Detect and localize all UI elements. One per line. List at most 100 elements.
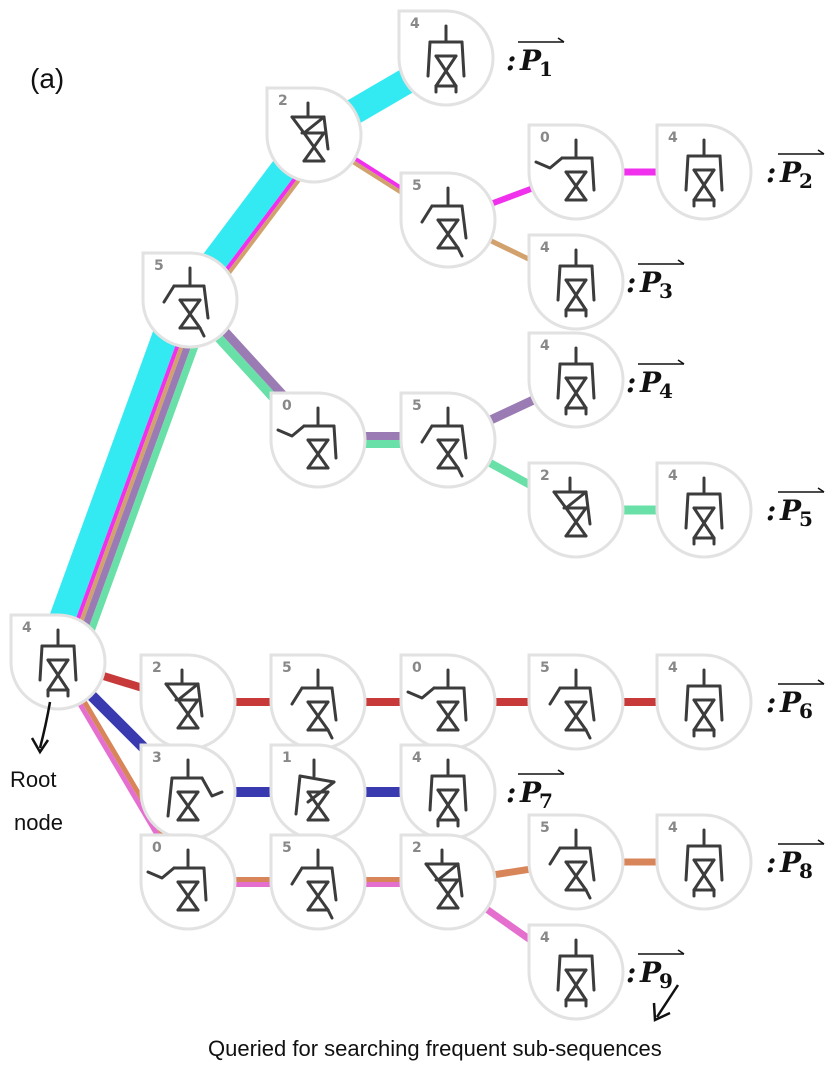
label-subscript: 2: [799, 169, 813, 193]
labels-layer: :P1:P2:P3:P4:P5:P6:P7:P8:P9: [506, 37, 825, 993]
tree-node-r8_4: 4: [655, 813, 753, 911]
tree-node-a2: 5: [141, 251, 239, 349]
tree-node-b3_4: 4: [527, 233, 625, 331]
node-number: 2: [152, 660, 162, 676]
tree-node-c4: 4: [527, 331, 625, 429]
node-bubble: [655, 813, 753, 911]
label-letter: P: [779, 686, 802, 719]
label-letter: P: [639, 366, 662, 399]
label-subscript: 1: [539, 57, 553, 81]
root-arrow-icon: [30, 701, 52, 755]
node-number: 5: [412, 398, 422, 414]
overline-arrowhead-icon: [817, 149, 825, 155]
tree-node-r8_2: 2: [399, 833, 497, 931]
query-arrow-icon: [652, 984, 680, 1022]
label-letter: P: [639, 956, 662, 989]
tree-node-c0: 0: [269, 391, 367, 489]
path-label-p4: :P4: [626, 359, 685, 403]
path-label-p3: :P3: [626, 259, 685, 303]
tree-node-c5: 5: [399, 391, 497, 489]
label-subscript: 5: [799, 507, 813, 531]
root-label-line1: Root: [10, 767, 56, 792]
tree-node-a3: 2: [265, 86, 363, 184]
panel-label: (a): [30, 63, 64, 94]
overline-arrowhead-icon: [817, 679, 825, 685]
node-number: 5: [540, 660, 550, 676]
tree-node-r9_4: 4: [527, 923, 625, 1021]
tree-node-c2_4: 4: [655, 461, 753, 559]
node-number: 4: [410, 16, 420, 32]
query-note: Queried for searching frequent sub-seque…: [208, 1036, 662, 1061]
label-colon: :: [766, 686, 776, 719]
label-colon: :: [506, 776, 516, 809]
node-bubble: [9, 613, 107, 711]
overline-arrowhead-icon: [817, 487, 825, 493]
overline-arrowhead-icon: [677, 259, 685, 265]
node-bubble: [527, 923, 625, 1021]
node-number: 4: [668, 468, 678, 484]
edge-root-a2: [59, 300, 196, 665]
node-number: 5: [282, 840, 292, 856]
node-number: 0: [540, 130, 550, 146]
tree-node-r8_5b: 5: [527, 813, 625, 911]
node-number: 4: [668, 660, 678, 676]
label-subscript: 8: [799, 859, 813, 883]
overline-arrowhead-icon: [677, 949, 685, 955]
node-bubble: [527, 331, 625, 429]
node-bubble: [655, 123, 753, 221]
tree-node-b4: 5: [399, 171, 497, 269]
node-bubble: [265, 86, 363, 184]
overline-arrowhead-icon: [557, 769, 565, 775]
edge-root-a2: [67, 303, 206, 668]
node-number: 5: [282, 660, 292, 676]
node-bubble: [397, 9, 495, 107]
node-number: 4: [668, 820, 678, 836]
tree-node-b5_0: 0: [527, 123, 625, 221]
label-subscript: 3: [659, 279, 673, 303]
tree-node-root: 4: [9, 613, 107, 711]
label-colon: :: [766, 494, 776, 527]
tree-node-r8_0: 0: [139, 833, 237, 931]
node-number: 2: [540, 468, 550, 484]
path-label-p2: :P2: [766, 149, 825, 193]
label-subscript: 9: [659, 969, 673, 993]
edge-root-a2: [63, 302, 200, 666]
root-label-line2: node: [14, 810, 63, 835]
node-number: 4: [412, 750, 422, 766]
node-number: 5: [412, 178, 422, 194]
overline-arrowhead-icon: [677, 359, 685, 365]
node-number: 4: [668, 130, 678, 146]
edge-root-a2: [73, 305, 213, 671]
label-letter: P: [519, 776, 542, 809]
tree-node-r6_2: 2: [139, 653, 237, 751]
path-label-p6: :P6: [766, 679, 825, 723]
tree-node-c2: 2: [527, 461, 625, 559]
node-number: 4: [540, 240, 550, 256]
label-colon: :: [506, 44, 516, 77]
tree-node-r6_4: 4: [655, 653, 753, 751]
label-subscript: 4: [659, 379, 673, 403]
tree-node-r7_4: 4: [399, 743, 497, 841]
node-number: 4: [540, 930, 550, 946]
label-colon: :: [626, 266, 636, 299]
node-number: 3: [152, 750, 162, 766]
tree-node-r6_5a: 5: [269, 653, 367, 751]
node-number: 5: [540, 820, 550, 836]
label-subscript: 7: [539, 789, 553, 813]
path-label-p8: :P8: [766, 839, 825, 883]
node-number: 2: [278, 93, 288, 109]
label-colon: :: [626, 956, 636, 989]
node-bubble: [527, 461, 625, 559]
overline-arrowhead-icon: [817, 839, 825, 845]
node-bubble: [399, 833, 497, 931]
node-number: 4: [540, 338, 550, 354]
overline-arrowhead-icon: [557, 37, 565, 43]
path-label-p9: :P9: [626, 949, 685, 993]
node-number: 1: [282, 750, 292, 766]
label-colon: :: [766, 846, 776, 879]
tree-node-b5_4: 4: [655, 123, 753, 221]
tree-node-r7_1: 1: [269, 743, 367, 841]
label-subscript: 6: [799, 699, 813, 723]
